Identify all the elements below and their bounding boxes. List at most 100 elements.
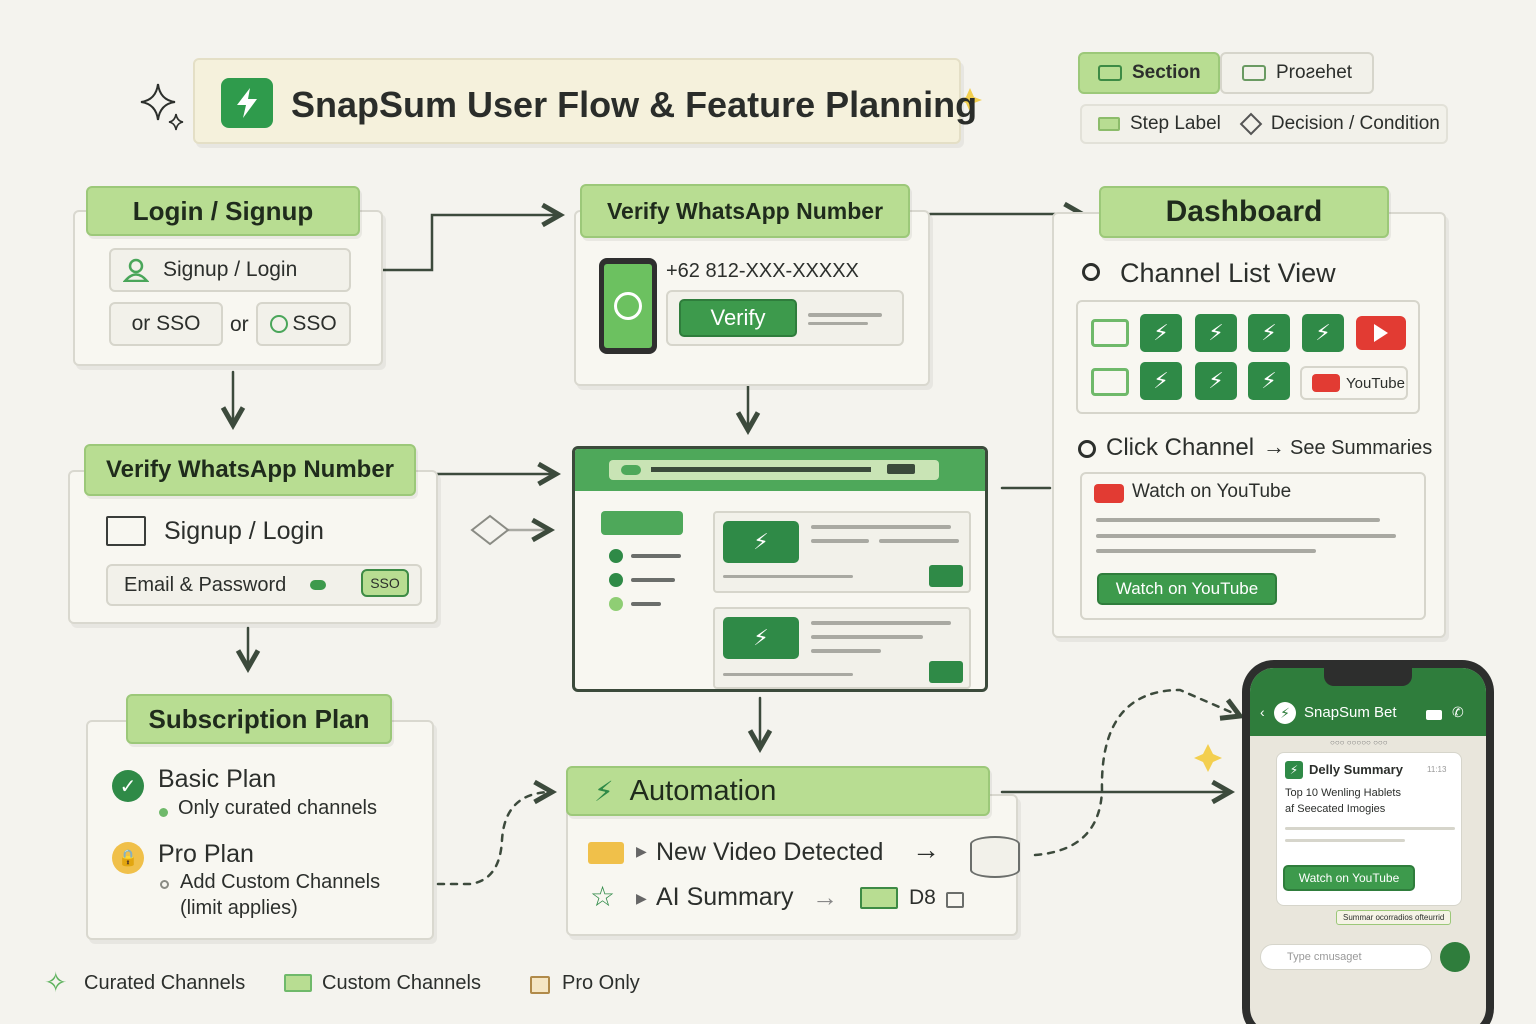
channel-tile[interactable]: ⚡	[1195, 362, 1237, 400]
summary-card-title: Delly Summary	[1309, 762, 1403, 777]
watch-youtube-button-label: Watch on YouTube	[1115, 579, 1259, 598]
legend-decision-label: Decision / Condition	[1270, 113, 1440, 134]
lock-icon	[530, 976, 550, 994]
chat-name: SnapSum Bet	[1304, 704, 1397, 721]
play-button-icon[interactable]	[929, 565, 963, 587]
see-summaries-text: See Summaries	[1290, 437, 1433, 459]
basic-plan-title: Basic Plan	[158, 765, 277, 793]
app-sidebar-active	[601, 511, 683, 535]
summary-message-bubble: ⚡ Delly Summary 11:13 Top 10 Wenling Hab…	[1276, 752, 1462, 906]
verify-top-header: Verify WhatsApp Number	[580, 184, 910, 238]
automation-header: ⚡ Automation	[566, 766, 990, 816]
login-header-label: Login / Signup	[132, 195, 314, 226]
step-label-swatch-icon	[1098, 117, 1120, 131]
pro-plan-title: Pro Plan	[158, 840, 254, 868]
placeholder-line	[811, 621, 951, 625]
back-icon[interactable]: ‹	[1260, 704, 1265, 720]
placeholder-line	[879, 539, 959, 543]
status-chip: Summar ocorradios ofteurrid	[1336, 910, 1452, 925]
channel-tile[interactable]: ⚡	[1140, 362, 1182, 400]
legend-step-label: Step Label	[1130, 113, 1221, 134]
new-video-text: New Video Detected	[656, 838, 884, 866]
channel-tile[interactable]: ⚡	[1248, 362, 1290, 400]
bolt-thumbnail-icon: ⚡	[723, 521, 799, 563]
sso-label: SSO	[292, 312, 337, 335]
watch-youtube-button[interactable]: Watch on YouTube	[1097, 573, 1277, 605]
toggle-icon	[310, 580, 327, 590]
signup-login-button[interactable]: Signup / Login	[109, 248, 351, 292]
subscription-card	[86, 720, 434, 940]
channel-tile[interactable]: ⚡	[1140, 314, 1182, 352]
search-icon	[1078, 440, 1096, 458]
watch-heading: Watch on YouTube	[1132, 481, 1292, 502]
phone-mockup: ‹ ⚡ SnapSum Bet ✆ ○○○ ○○○○○ ○○○ ⚡ Delly …	[1242, 660, 1494, 1024]
phone-watch-button[interactable]: Watch on YouTube	[1283, 865, 1415, 891]
placeholder-line	[811, 525, 951, 529]
verify-left-header-label: Verify WhatsApp Number	[105, 456, 395, 483]
youtube-icon	[1094, 484, 1124, 503]
or-sso-button[interactable]: or SSO	[109, 302, 223, 346]
login-header: Login / Signup	[86, 186, 360, 236]
sso-button[interactable]: SSO	[256, 302, 351, 346]
verify-top-header-label: Verify WhatsApp Number	[606, 197, 884, 224]
channel-tile[interactable]: ⚡	[1248, 314, 1290, 352]
search-icon	[1082, 263, 1100, 281]
notch	[1324, 668, 1412, 686]
arrow-login-to-verify	[350, 215, 560, 272]
youtube-chip[interactable]: YouTube	[1300, 366, 1408, 400]
placeholder-line	[631, 578, 675, 582]
signup-login-text: Signup / Login	[164, 517, 324, 545]
app-screen-mockup: ⚡ ⚡	[572, 446, 988, 692]
placeholder-line	[808, 322, 868, 325]
phone-number-text: +62 812-XXX-XXXXX	[666, 260, 859, 282]
curated-channel-icon	[1091, 319, 1129, 347]
channel-tile[interactable]: ⚡	[1195, 314, 1237, 352]
summary-card-line2: af Seecated Imogies	[1285, 803, 1386, 815]
send-button[interactable]	[1440, 942, 1470, 972]
subscription-header: Subscription Plan	[126, 694, 392, 744]
check-icon	[609, 549, 623, 563]
placeholder-line	[1096, 549, 1316, 553]
bolt-outline-icon: ⚡	[594, 775, 614, 807]
subscription-header-label: Subscription Plan	[148, 703, 370, 734]
automation-card	[566, 794, 1018, 936]
legend-custom: Custom Channels	[322, 972, 481, 994]
legend-section-label: Section	[1132, 62, 1201, 83]
dashed-pro-to-automation	[410, 792, 552, 886]
placeholder-line	[1285, 839, 1405, 842]
legend-step-row: Step Label Decision / Condition	[1080, 104, 1448, 144]
message-input[interactable]: Type cmusaget	[1260, 944, 1432, 970]
bullet-dot-icon	[160, 880, 169, 889]
click-channel-text: Click Channel	[1106, 434, 1255, 461]
summary-card-time: 11:13	[1427, 765, 1447, 774]
signup-login-label: Signup / Login	[163, 258, 298, 281]
youtube-tile[interactable]	[1356, 316, 1406, 350]
phone-call-icon[interactable]: ✆	[1452, 704, 1464, 720]
dashed-db-to-phone	[1033, 688, 1240, 857]
video-call-icon[interactable]	[1426, 710, 1442, 720]
placeholder-line	[1096, 534, 1396, 538]
phone-screen: ‹ ⚡ SnapSum Bet ✆ ○○○ ○○○○○ ○○○ ⚡ Delly …	[1250, 668, 1486, 1024]
decision-diamond-icon	[470, 514, 510, 546]
video-icon	[588, 842, 624, 864]
summary-card-line1: Top 10 Wenling Hablets	[1285, 787, 1401, 799]
placeholder-line	[723, 575, 853, 578]
ai-star-icon: ☆	[590, 881, 616, 912]
sso-chip[interactable]: SSO	[361, 569, 409, 597]
legend-curated: Curated Channels	[84, 972, 246, 994]
verify-button[interactable]: Verify	[679, 299, 797, 337]
phone-whatsapp-icon	[599, 258, 657, 354]
basic-plan-desc: Only curated channels	[178, 797, 378, 819]
title-banner: SnapSum User Flow & Feature Planning	[193, 58, 977, 144]
dashboard-header: Dashboard	[1099, 186, 1389, 238]
legend-project-chip: Proƨehet	[1220, 52, 1374, 94]
folder-icon	[284, 974, 312, 992]
play-button-icon[interactable]	[929, 661, 963, 683]
star-accent-icon	[958, 88, 982, 112]
curated-channel-icon	[1091, 368, 1129, 396]
decision-legend-icon	[1239, 112, 1263, 136]
arrow-right-icon: →	[912, 834, 940, 865]
channel-tile[interactable]: ⚡	[1302, 314, 1344, 352]
app-top-bar	[575, 449, 985, 491]
